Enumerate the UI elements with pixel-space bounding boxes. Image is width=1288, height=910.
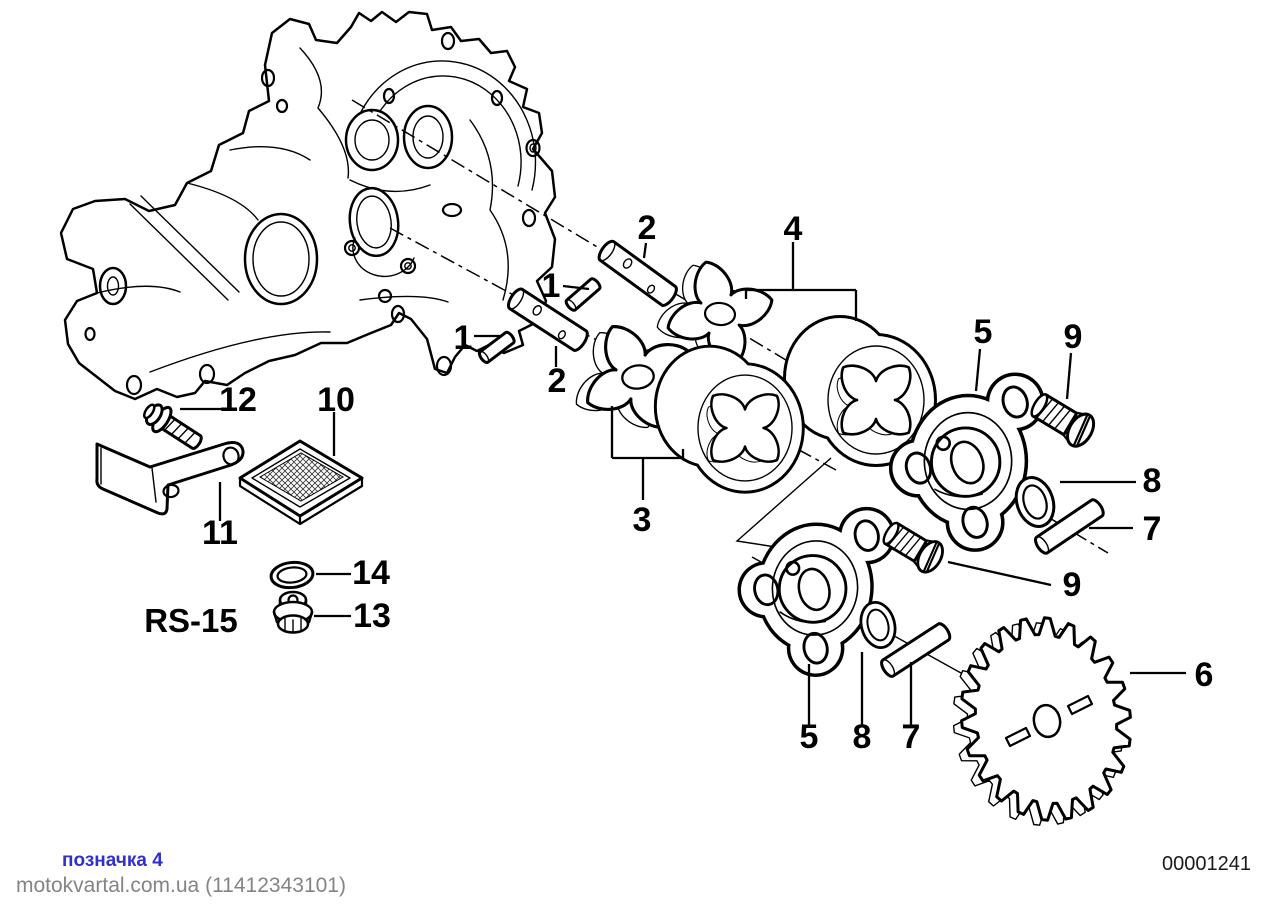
bracket-11: [95, 441, 245, 516]
callout-14: 14: [352, 554, 390, 592]
callout-8-upper: 8: [1143, 462, 1162, 500]
drive-gear: [952, 616, 1132, 826]
callout-9-lower: 9: [1063, 566, 1082, 604]
callout-10: 10: [317, 381, 355, 419]
callout-7-upper: 7: [1143, 510, 1162, 548]
callout-5-upper: 5: [974, 313, 993, 351]
callout-1-lower: 1: [454, 319, 473, 357]
callout-6: 6: [1195, 656, 1214, 694]
callout-8-lower: 8: [853, 718, 872, 756]
callout-leader-lines: [180, 242, 1186, 726]
callout-7-lower: 7: [902, 718, 921, 756]
pin-1-upper: [562, 275, 604, 314]
crankcase-housing: [59, 10, 557, 401]
callout-2-upper: 2: [638, 209, 657, 247]
callout-rs15: RS-15: [144, 602, 238, 639]
dowel-pin-2-upper: [594, 237, 681, 310]
callout-1-upper: 1: [542, 267, 561, 305]
strainer-screen-10: [238, 439, 364, 526]
pump-cover-lower: [733, 498, 895, 680]
footer-link[interactable]: позначка 4: [62, 850, 163, 871]
callout-9-upper: 9: [1064, 318, 1083, 356]
callout-3: 3: [633, 501, 652, 539]
callout-2-lower: 2: [548, 362, 567, 400]
drain-plug-13: [272, 590, 314, 634]
screw-12: [142, 403, 203, 450]
callout-11: 11: [202, 514, 238, 552]
callout-labels: 1 1 2 2 3 4 5 5 6 7 7 8 8 9 9 10 11 12 1…: [144, 209, 1213, 756]
callout-4: 4: [784, 210, 803, 248]
callout-5-lower: 5: [800, 718, 819, 756]
footer-watermark: motokvartal.com.ua (11412343101): [16, 874, 346, 897]
footer-doc-number: 00001241: [1162, 853, 1251, 875]
outer-rotor-lower: [657, 348, 802, 491]
callout-13: 13: [353, 597, 391, 635]
oring-14: [269, 560, 315, 590]
callout-12: 12: [219, 381, 257, 419]
